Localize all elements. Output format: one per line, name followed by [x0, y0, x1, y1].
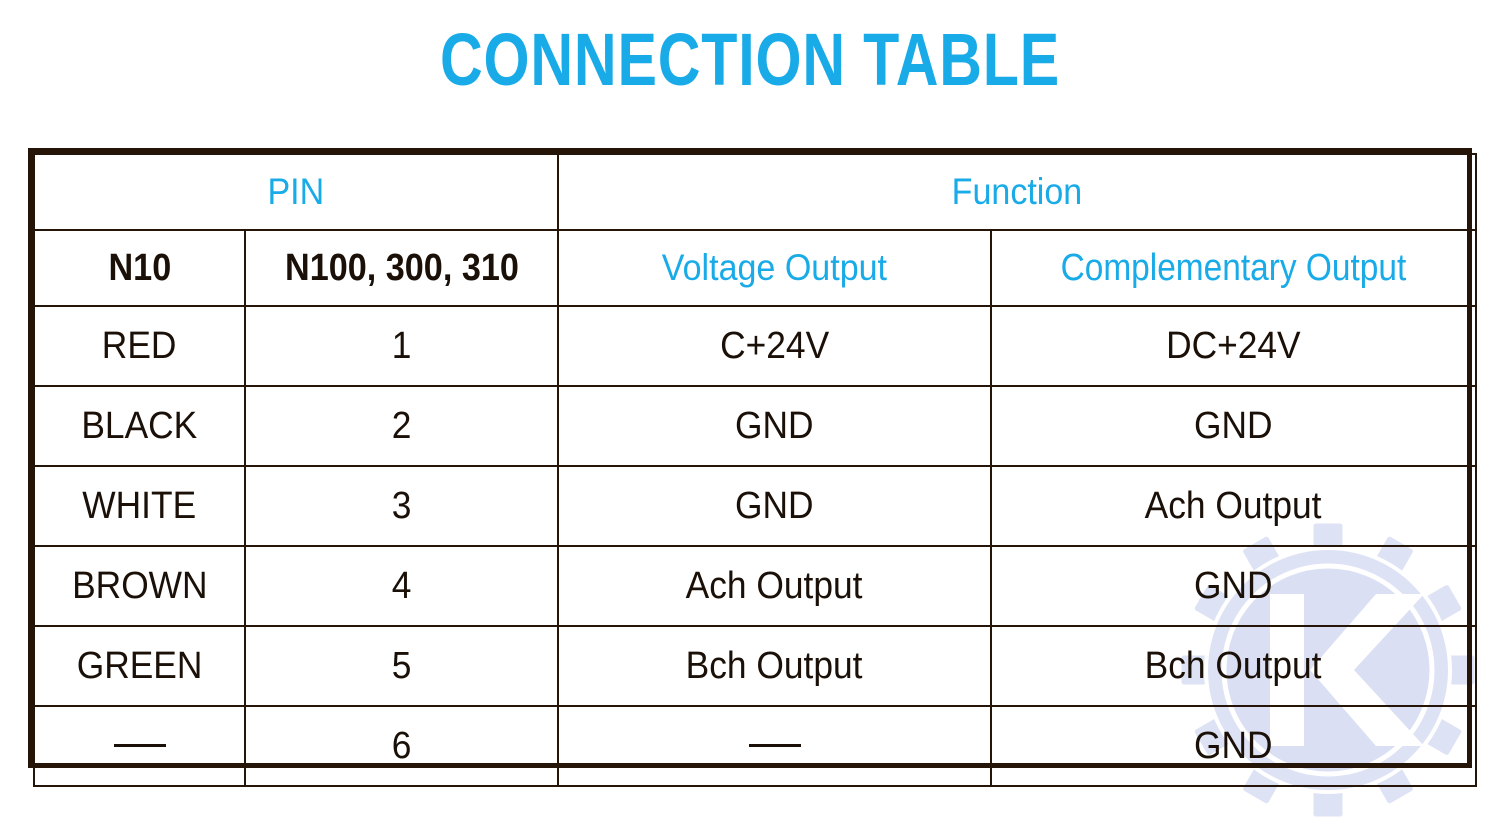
page-title: CONNECTION TABLE [439, 18, 1061, 101]
cell-n10: GREEN [33, 625, 246, 707]
group-header-function: Function [556, 153, 1478, 231]
cell-n10-text: BROWN [71, 564, 208, 607]
column-header-n10-label: N10 [108, 246, 171, 289]
cell-voltage-output: Bch Output [557, 625, 992, 707]
cell-n10 [33, 705, 246, 787]
group-header-pin: PIN [33, 153, 559, 231]
cell-n10: BLACK [33, 385, 246, 467]
table-group-header-row: PIN Function [33, 153, 1478, 231]
empty-dash-icon [748, 744, 801, 748]
table-row: BLACK 2 GND GND [33, 385, 1478, 467]
cell-pin: 1 [244, 305, 559, 387]
cell-n10-text: BLACK [81, 404, 198, 447]
cell-complementary-output: Ach Output [989, 465, 1478, 547]
cell-voltage-output: GND [557, 465, 992, 547]
cell-complementary-output: GND [989, 545, 1478, 627]
cell-pin: 2 [244, 385, 559, 467]
connection-table-element: PIN Function N10 N100, 300, 310 Voltage … [33, 153, 1478, 787]
table-row: GREEN 5 Bch Output Bch Output [33, 625, 1478, 707]
cell-voltage-output: GND [557, 385, 992, 467]
cell-n10: BROWN [33, 545, 246, 627]
cell-n10-text: WHITE [82, 484, 197, 527]
empty-dash-icon [113, 744, 166, 748]
column-header-complementary-output: Complementary Output [989, 229, 1478, 307]
table-column-header-row: N10 N100, 300, 310 Voltage Output Comple… [33, 229, 1478, 307]
cell-n10-text: RED [102, 324, 177, 367]
cell-voltage-output-text: GND [735, 404, 814, 447]
connection-table: PIN Function N10 N100, 300, 310 Voltage … [28, 148, 1478, 787]
cell-complementary-output-text: DC+24V [1166, 324, 1301, 367]
cell-pin: 6 [244, 705, 559, 787]
table-body: RED 1 C+24V DC+24V BLACK 2 GND GND WHITE… [33, 305, 1478, 787]
table-row: 6 GND [33, 705, 1478, 787]
cell-n10: WHITE [33, 465, 246, 547]
cell-voltage-output-text: Bch Output [686, 644, 863, 687]
cell-pin-text: 5 [391, 644, 412, 687]
cell-pin-text: 3 [391, 484, 412, 527]
cell-pin: 5 [244, 625, 559, 707]
table-header: PIN Function N10 N100, 300, 310 Voltage … [33, 153, 1478, 307]
cell-voltage-output-text: C+24V [719, 324, 830, 367]
column-header-voltage-output-label: Voltage Output [661, 247, 888, 288]
table-row: BROWN 4 Ach Output GND [33, 545, 1478, 627]
cell-complementary-output-text: Bch Output [1145, 644, 1322, 687]
column-header-complementary-output-label: Complementary Output [1060, 246, 1407, 289]
cell-n10-text: GREEN [76, 644, 203, 687]
table-row: WHITE 3 GND Ach Output [33, 465, 1478, 547]
cell-complementary-output-text: GND [1194, 404, 1273, 447]
cell-voltage-output [557, 705, 992, 787]
cell-complementary-output: Bch Output [989, 625, 1478, 707]
cell-voltage-output: Ach Output [557, 545, 992, 627]
cell-pin-text: 1 [391, 324, 412, 367]
column-header-n100-300-310: N100, 300, 310 [244, 229, 559, 307]
group-header-pin-label: PIN [267, 171, 325, 212]
column-header-n100-300-310-label: N100, 300, 310 [284, 246, 519, 289]
cell-complementary-output-text: GND [1194, 564, 1273, 607]
cell-voltage-output: C+24V [557, 305, 992, 387]
cell-complementary-output-text: Ach Output [1145, 484, 1322, 527]
cell-complementary-output-text: GND [1194, 724, 1273, 767]
cell-complementary-output: DC+24V [989, 305, 1478, 387]
cell-pin: 4 [244, 545, 559, 627]
column-header-n10: N10 [33, 229, 246, 307]
cell-complementary-output: GND [989, 385, 1478, 467]
cell-pin-text: 4 [391, 564, 412, 607]
cell-pin-text: 2 [391, 404, 412, 447]
column-header-voltage-output: Voltage Output [557, 229, 992, 307]
table-row: RED 1 C+24V DC+24V [33, 305, 1478, 387]
cell-pin-text: 6 [391, 724, 412, 767]
cell-pin: 3 [244, 465, 559, 547]
cell-complementary-output: GND [989, 705, 1478, 787]
cell-voltage-output-text: GND [735, 484, 814, 527]
cell-voltage-output-text: Ach Output [686, 564, 863, 607]
cell-n10: RED [33, 305, 246, 387]
group-header-function-label: Function [951, 171, 1083, 212]
